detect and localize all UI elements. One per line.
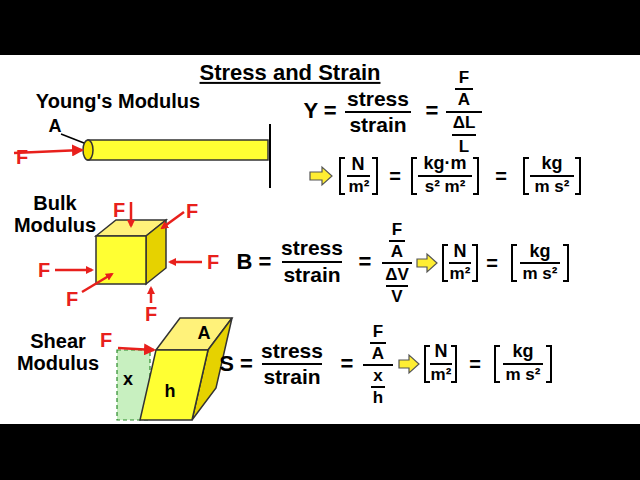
formula-text: Y = [303, 99, 336, 123]
formula-text: Young's Modulus [36, 90, 200, 112]
formula-text: = [359, 250, 372, 274]
formula-text: m s² [506, 366, 541, 385]
formula-text: stress [347, 87, 409, 110]
formula-text: A [49, 117, 62, 137]
formula-text: stress [281, 236, 343, 259]
formula-text: F [207, 251, 219, 273]
letterbox-bar [0, 424, 640, 480]
formula-text: = [469, 353, 481, 375]
formula-text: N [435, 342, 448, 362]
fraction-bars [262, 89, 574, 387]
formula-text: = [495, 165, 507, 187]
formula-text: strain [263, 365, 320, 388]
formula-text: V [391, 288, 402, 307]
formula-text: F [113, 199, 125, 221]
formula-text: m² [450, 265, 471, 284]
leader-line [61, 134, 84, 143]
formula-text: h [165, 382, 176, 402]
formula-text: = [486, 252, 498, 274]
formula-text: m² [431, 366, 452, 385]
title: Stress and Strain [200, 61, 381, 85]
formula-text: F [100, 329, 112, 351]
formula-text: kg [541, 154, 562, 174]
rod [83, 140, 268, 160]
formula-text: x [123, 370, 133, 390]
formula-text: kg [529, 242, 550, 262]
sheared-block [140, 318, 232, 420]
formula-text: = [341, 352, 354, 376]
force-arrow [118, 348, 154, 350]
letterbox-bar [0, 0, 640, 55]
formula-text: ΔL [453, 114, 476, 133]
formula-text: A [198, 324, 211, 344]
formula-text: F [186, 200, 198, 222]
formula-text: m² [349, 178, 370, 197]
wall [269, 124, 271, 188]
formula-text: A [458, 91, 470, 110]
formula-text: stress [261, 339, 323, 362]
cube [96, 220, 166, 284]
formula-text: strain [283, 263, 340, 286]
formula-text: F [66, 288, 78, 310]
formula-text: F [16, 146, 28, 168]
formula-text: strain [349, 113, 406, 136]
formula-text: Bulk Modulus [5, 192, 105, 236]
formula-text: F [145, 303, 157, 325]
formula-text: N [454, 242, 467, 262]
formula-text: B = [237, 250, 272, 274]
formula-text: = [389, 165, 401, 187]
formula-text: F [392, 221, 402, 240]
formula-text: F [459, 69, 469, 88]
formula-text: A [391, 243, 403, 262]
formula-text: A [372, 345, 384, 364]
formula-text: x [373, 367, 382, 386]
formula-text: F [373, 323, 383, 342]
formula-text: m s² [535, 178, 570, 197]
formula-text: = [426, 99, 439, 123]
formula-text: Shear Modulus [3, 330, 113, 374]
brackets [340, 158, 580, 382]
formula-text: kg·m [423, 154, 466, 174]
formula-text: s² m² [425, 178, 466, 197]
formula-text: m s² [523, 265, 558, 284]
formula-text: h [373, 389, 383, 408]
formula-text: ΔV [385, 266, 409, 285]
formula-text: F [38, 259, 50, 281]
formula-text: S = [219, 352, 253, 376]
formula-text: kg [512, 342, 533, 362]
formula-text: N [352, 155, 365, 175]
